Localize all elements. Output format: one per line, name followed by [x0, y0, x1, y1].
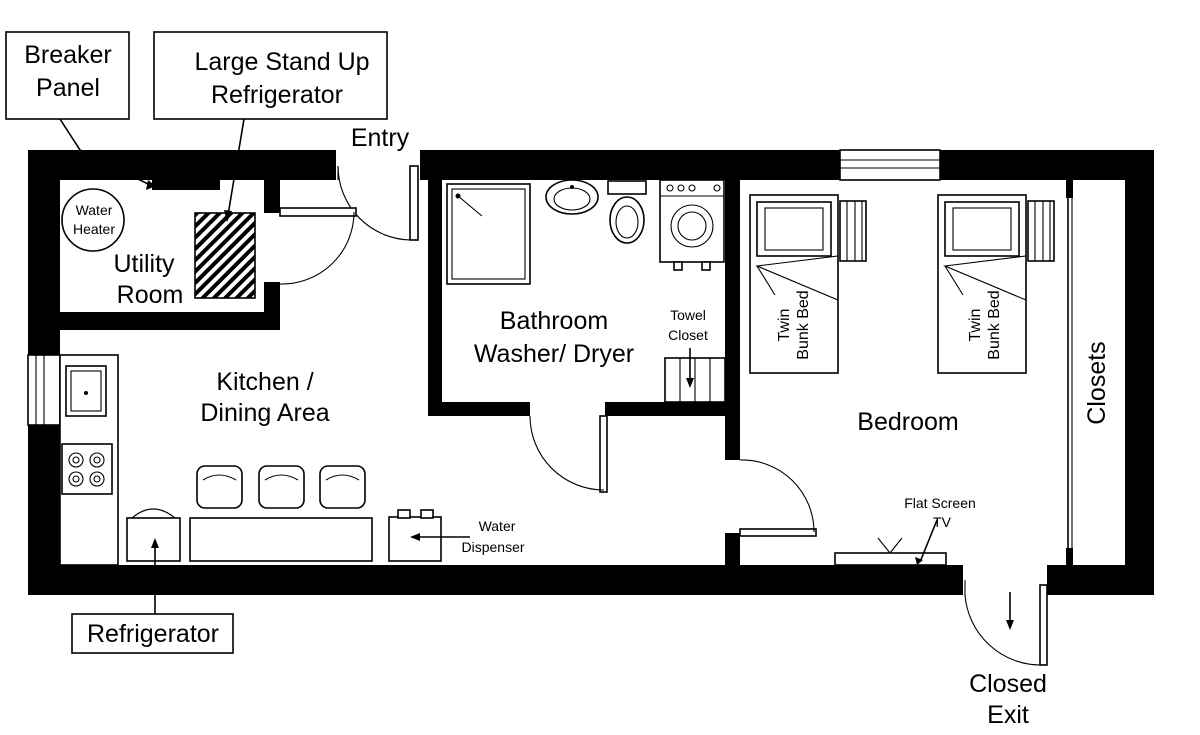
outer-wall-bottom-left — [28, 565, 963, 595]
bedroom-door — [739, 459, 817, 537]
closets-wall-stub-bottom — [1066, 548, 1073, 568]
toilet — [607, 180, 647, 244]
bedroom-left-wall-upper — [725, 180, 740, 460]
sink-bathroom — [545, 179, 599, 215]
bunk-bed-2-label-line1: Twin — [967, 309, 984, 342]
stand-up-refrigerator-label-line1: Large Stand Up — [194, 48, 369, 76]
utility-room-label-line1: Utility — [113, 250, 175, 278]
windows — [27, 149, 941, 426]
kitchen-fixtures — [59, 354, 470, 622]
callout-refrigerator: Refrigerator — [71, 613, 234, 654]
dining-bar-counter — [189, 517, 373, 562]
outer-wall-right — [1125, 150, 1154, 595]
closed-exit-label-line2: Exit — [987, 701, 1029, 729]
callout-stand-up-refrigerator: Large Stand Up Refrigerator — [153, 31, 388, 222]
flat-screen-tv — [834, 519, 947, 566]
refrigerator-kitchen — [126, 508, 181, 622]
shower — [446, 183, 531, 285]
entry-label: Entry — [351, 124, 410, 152]
bathroom-bottom-wall-left — [428, 402, 530, 416]
water-dispenser-label-line2: Dispenser — [461, 539, 524, 555]
water-dispenser-unit — [388, 509, 470, 562]
bunk-bed-2 — [937, 194, 1055, 374]
towel-closet-shelf — [664, 348, 726, 403]
bathroom-left-wall — [428, 180, 442, 416]
refrigerator-label: Refrigerator — [87, 620, 219, 648]
water-heater-label-line1: Water — [76, 202, 113, 218]
breaker-panel-box — [152, 180, 220, 190]
utility-room — [61, 188, 256, 299]
breaker-panel-label-line1: Breaker — [24, 41, 112, 69]
utility-door — [279, 207, 357, 285]
bunk-bed-1 — [749, 194, 867, 374]
bedroom-window — [839, 149, 941, 181]
water-dispenser-label-line1: Water — [479, 518, 516, 534]
entry-door — [337, 165, 419, 241]
water-heater — [61, 188, 125, 252]
flat-screen-tv-label-line1: Flat Screen — [904, 495, 976, 511]
bar-stool-1 — [196, 465, 243, 509]
bunk-bed-1-label-line1: Twin — [776, 309, 793, 342]
utility-room-bottom-wall — [28, 312, 280, 330]
towel-closet-label-line1: Towel — [670, 307, 706, 323]
washer-dryer — [659, 179, 725, 271]
stand-up-refrigerator-label-line2: Refrigerator — [211, 81, 343, 109]
bedroom-left-wall-lower — [725, 533, 740, 573]
bar-stool-3 — [319, 465, 366, 509]
flat-screen-tv-label-line2: TV — [933, 514, 952, 530]
bathroom-label-line2: Washer/ Dryer — [474, 340, 634, 368]
closets-partition — [1067, 198, 1073, 548]
bathroom-door — [529, 415, 608, 493]
doors — [279, 165, 1048, 666]
stand-up-refrigerator — [194, 212, 256, 299]
kitchen-label-line2: Dining Area — [200, 399, 329, 427]
utility-room-right-wall-upper — [264, 180, 280, 213]
closed-exit-label-line1: Closed — [969, 670, 1047, 698]
bathroom-label-line1: Bathroom — [500, 307, 608, 335]
closets-wall-stub-top — [1066, 180, 1073, 198]
utility-room-label-line2: Room — [117, 281, 184, 309]
outer-wall-top-middle — [420, 150, 840, 180]
bar-stool-2 — [258, 465, 305, 509]
breaker-panel-label-line2: Panel — [36, 74, 100, 102]
bedroom-label: Bedroom — [857, 408, 958, 436]
exit-door — [964, 580, 1048, 666]
bathroom-fixtures — [446, 179, 726, 403]
kitchen-sink — [65, 365, 107, 417]
bathroom-bottom-wall-right — [605, 402, 740, 416]
water-heater-label-line2: Heater — [73, 221, 115, 237]
walls — [28, 150, 1154, 595]
outer-wall-top-right — [940, 150, 1154, 180]
bedroom-fixtures — [749, 194, 1073, 566]
utility-room-right-wall-lower — [264, 282, 280, 330]
callout-breaker-panel: Breaker Panel — [5, 31, 156, 190]
stove — [61, 443, 113, 495]
kitchen-label-line1: Kitchen / — [216, 368, 313, 396]
bunk-bed-1-label-line2: Bunk Bed — [795, 290, 812, 359]
towel-closet-label-line2: Closet — [668, 327, 708, 343]
closets-label: Closets — [1083, 341, 1111, 424]
bunk-bed-2-label-line2: Bunk Bed — [986, 290, 1003, 359]
outer-wall-top-left — [28, 150, 336, 180]
